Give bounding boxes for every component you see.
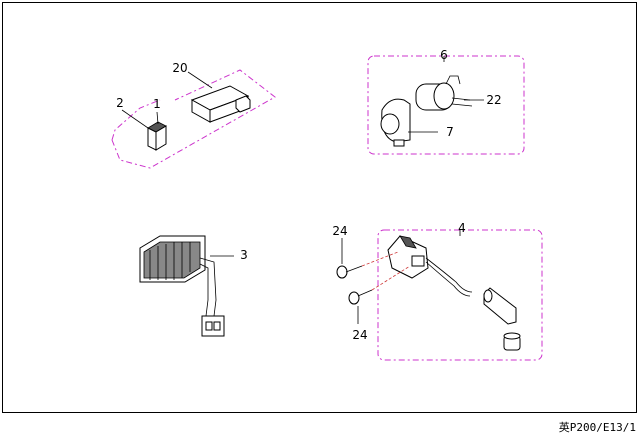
group-outline-6 — [367, 55, 525, 155]
part-3-regulator — [139, 235, 234, 337]
callout-1: 1 — [153, 97, 161, 111]
screw-alignment-line-1 — [361, 251, 399, 267]
part-4-plug-cap — [483, 287, 517, 325]
callout-22: 22 — [486, 93, 501, 107]
callout-3: 3 — [240, 248, 248, 262]
callout-7: 7 — [446, 125, 454, 139]
callout-2: 2 — [116, 96, 124, 110]
callout-20: 20 — [172, 61, 187, 75]
part-22-relay — [415, 75, 484, 111]
group-starter-relay — [367, 55, 525, 155]
part-1-2-connector — [121, 109, 167, 151]
screw-alignment-line-2 — [371, 265, 411, 291]
part-24-screw-lower — [348, 289, 373, 324]
part-20-unit — [187, 71, 251, 123]
group-outline-1 — [111, 99, 161, 141]
callout-24-lower: 24 — [352, 328, 367, 342]
part-4-coil — [387, 230, 473, 297]
part-7-mount — [380, 98, 438, 147]
callout-24-upper: 24 — [332, 224, 347, 238]
callout-6: 6 — [440, 48, 448, 62]
group-outline-2 — [111, 69, 276, 169]
part-4-rubber-cap — [503, 332, 521, 351]
group-ignition-coil — [336, 229, 543, 361]
footer-code: 英P200/E13/1 — [559, 420, 636, 434]
diagram-frame — [2, 2, 637, 413]
callout-4: 4 — [458, 221, 466, 235]
group-cdi-unit — [111, 69, 276, 169]
part-24-screw-upper — [336, 238, 363, 279]
